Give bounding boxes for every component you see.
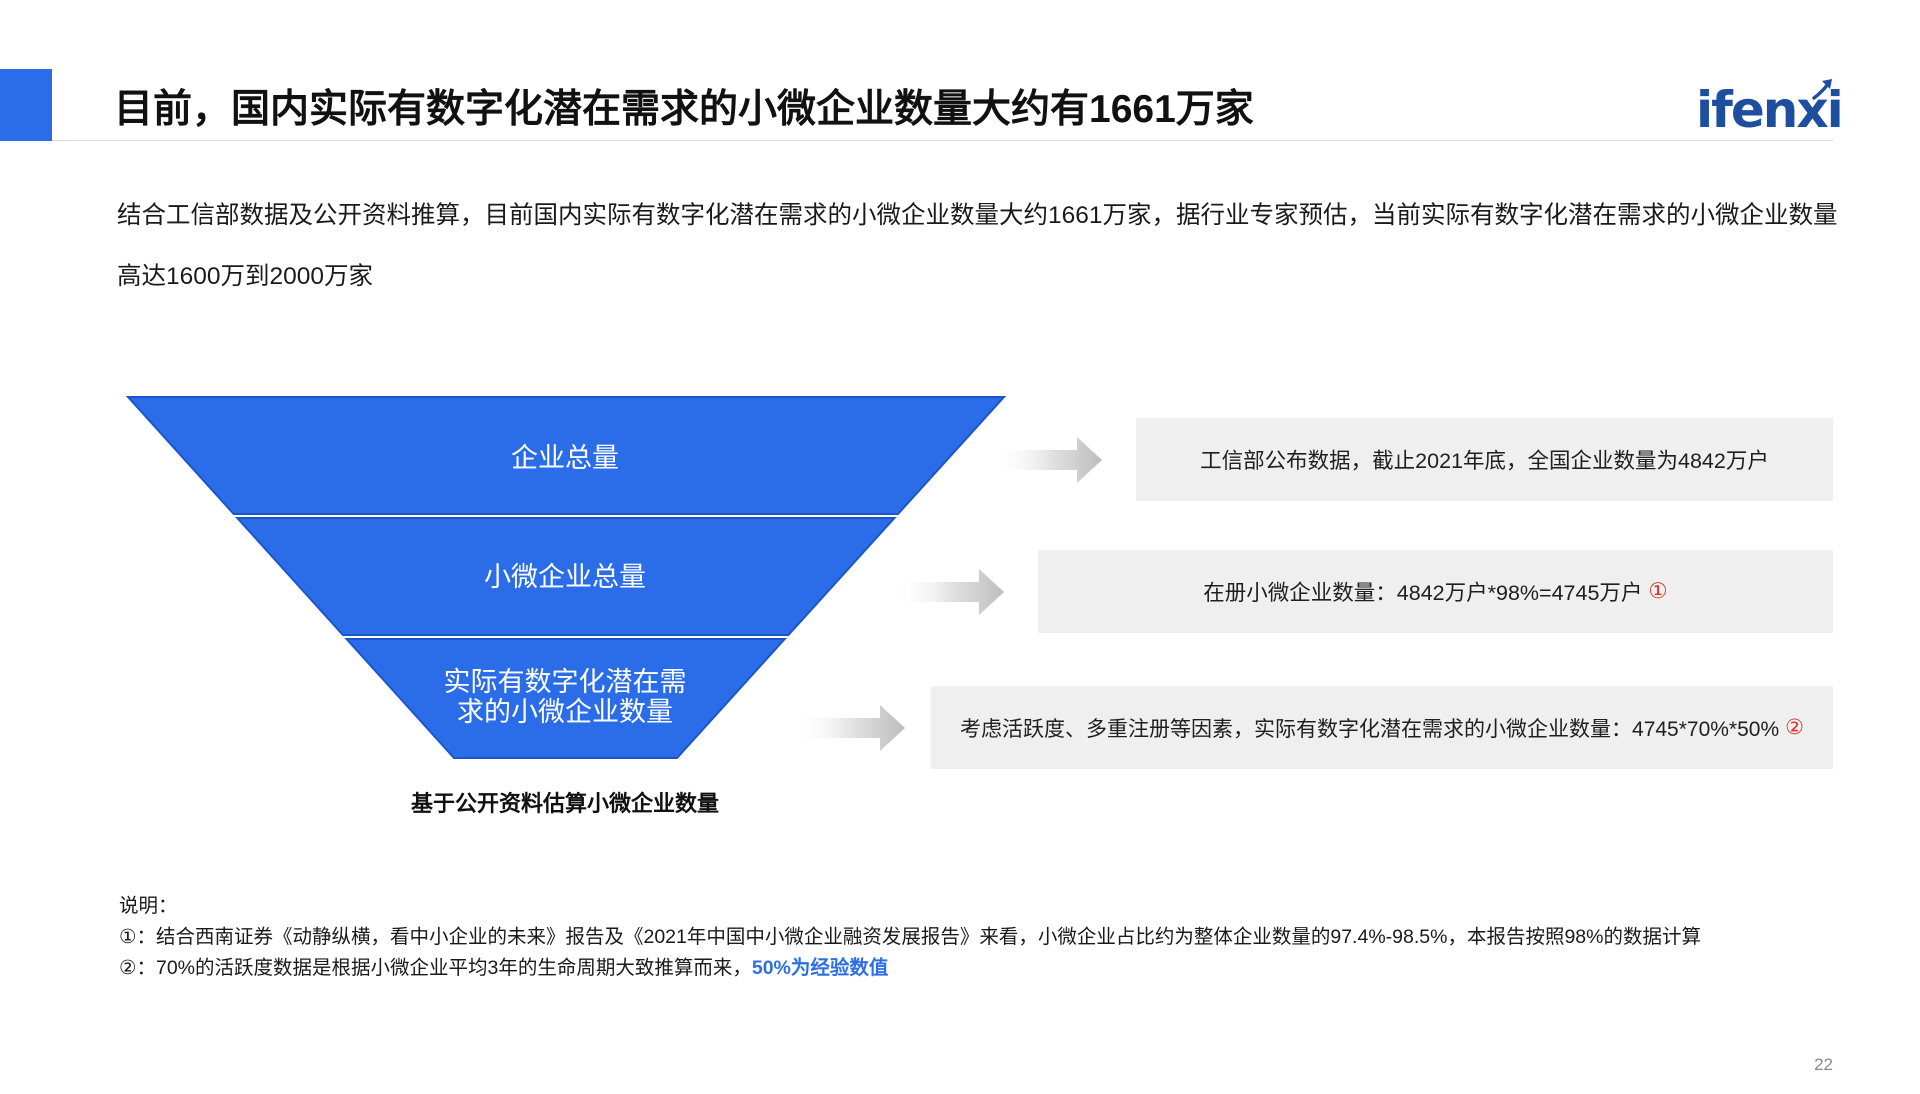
detail-text: 在册小微企业数量：4842万户*98%=4745万户 (1203, 581, 1643, 605)
footnote-marker: ① (1648, 579, 1668, 603)
detail-box-2: 在册小微企业数量：4842万户*98%=4745万户 ① (1038, 550, 1833, 633)
funnel-label-small-micro-total: 小微企业总量 (484, 562, 646, 592)
detail-box-1: 工信部公布数据，截止2021年底，全国企业数量为4842万户 (1136, 418, 1833, 501)
notes-heading: 说明： (119, 895, 178, 917)
detail-text: 工信部公布数据，截止2021年底，全国企业数量为4842万户 (1200, 449, 1769, 473)
footnote-marker: ② (1785, 716, 1804, 739)
intro-paragraph: 结合工信部数据及公开资料推算，目前国内实际有数字化潜在需求的小微企业数量大约16… (117, 202, 1838, 290)
title-accent-block (0, 69, 52, 141)
page-number: 22 (1814, 1055, 1833, 1074)
note-text: ②：70%的活跃度数据是根据小微企业平均3年的生命周期大致推算而来， (119, 957, 752, 979)
right-arrow-icon (895, 569, 1004, 615)
funnel-label-total-enterprises: 企业总量 (511, 443, 619, 473)
funnel-level-1 (125, 396, 1007, 515)
slide-title: 目前，国内实际有数字化潜在需求的小微企业数量大约有1661万家 (114, 88, 1254, 131)
right-arrow-icon (994, 437, 1102, 483)
note-item-1: ①：结合西南证券《动静纵横，看中小企业的未来》报告及《2021年中国中小微企业融… (119, 922, 1819, 953)
note-text: ①：结合西南证券《动静纵横，看中小企业的未来》报告及《2021年中国中小微企业融… (119, 926, 1701, 948)
title-divider (52, 140, 1833, 141)
ifenxi-logo: ifenxi (1696, 79, 1844, 140)
funnel-label-digital-demand: 实际有数字化潜在需求的小微企业数量 (443, 667, 687, 727)
right-arrow-icon (795, 705, 905, 751)
funnel-level-3 (344, 638, 787, 759)
note-item-2: ②：70%的活跃度数据是根据小微企业平均3年的生命周期大致推算而来，50%为经验… (119, 953, 1819, 984)
detail-text: 考虑活跃度、多重注册等因素，实际有数字化潜在需求的小微企业数量：4745*70%… (960, 717, 1780, 741)
detail-box-3: 考虑活跃度、多重注册等因素，实际有数字化潜在需求的小微企业数量：4745*70%… (931, 686, 1833, 769)
logo-text: ifenxi (1696, 81, 1844, 139)
funnel-caption: 基于公开资料估算小微企业数量 (410, 791, 719, 816)
notes-section: 说明： ①：结合西南证券《动静纵横，看中小企业的未来》报告及《2021年中国中小… (119, 891, 1819, 984)
funnel-level-2 (235, 517, 897, 636)
note-highlight: 50%为经验数值 (751, 957, 889, 979)
arrow-up-right-icon (1812, 79, 1832, 100)
